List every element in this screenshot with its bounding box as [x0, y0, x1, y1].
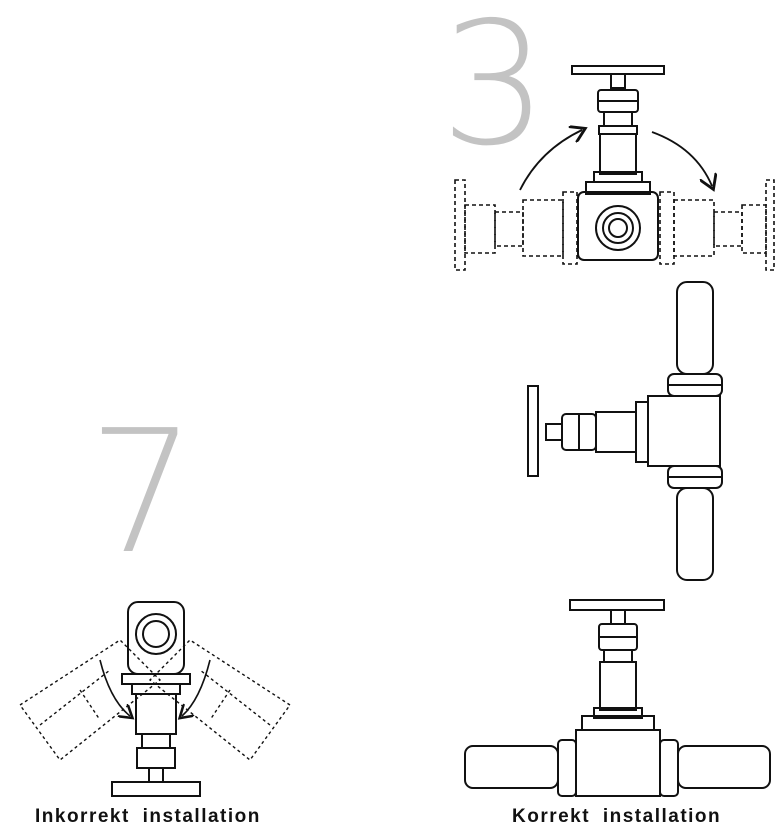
step-number-7: 7 [88, 394, 197, 592]
valve-figure-top [454, 65, 775, 271]
step-number-3: 3 [440, 0, 549, 184]
valve-figure-incorrect [18, 601, 292, 797]
caption-incorrect-installation: Inkorrekt installation [35, 806, 261, 827]
dashed-pipe-left [454, 179, 578, 271]
caption-correct-installation: Korrekt installation [512, 806, 722, 827]
rotation-arrow-left [519, 130, 582, 191]
valve-figure-bottom [464, 599, 771, 797]
valve-figure-middle [527, 281, 723, 581]
rotation-arrow-right [651, 131, 712, 186]
dashed-pipe-right [659, 179, 775, 271]
